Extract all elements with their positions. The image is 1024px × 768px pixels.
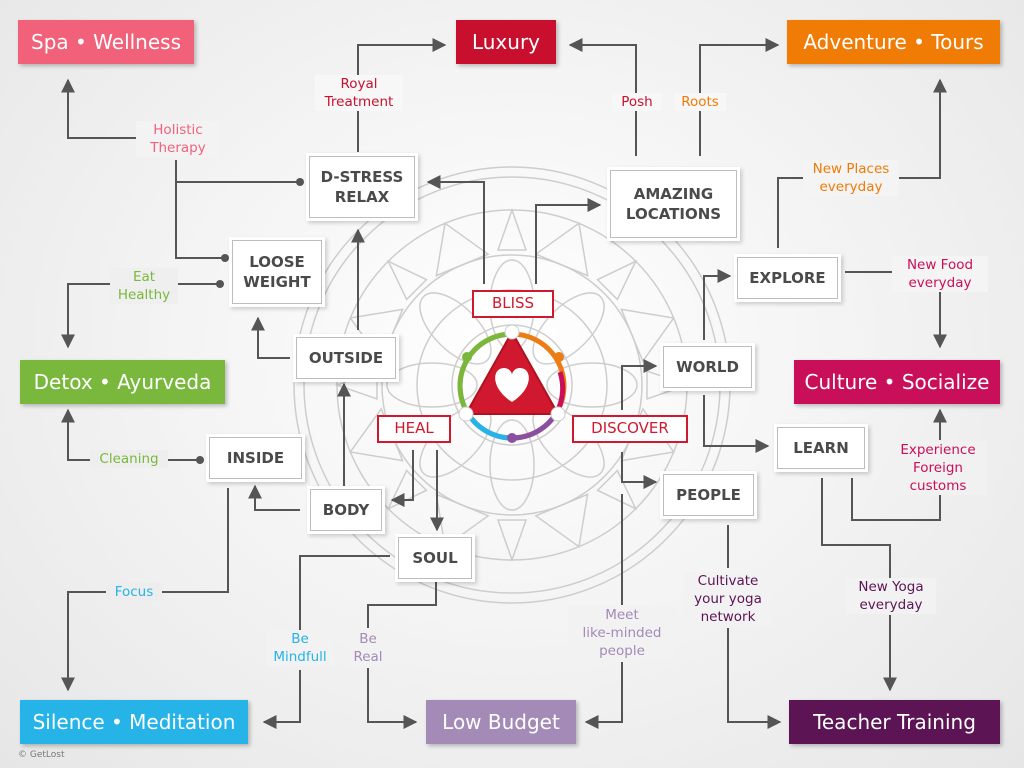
- label-posh: Posh: [612, 93, 662, 111]
- node-inside: INSIDE: [209, 437, 302, 479]
- node-d-stress-relax: D-STRESS RELAX: [309, 156, 415, 218]
- copyright-text: © GetLost: [18, 750, 65, 760]
- label-new-yoga: New Yoga everyday: [846, 578, 936, 614]
- node-amazing-locations: AMAZING LOCATIONS: [610, 170, 737, 238]
- label-meet: Meet like-minded people: [568, 606, 676, 660]
- category-spa-wellness: Spa • Wellness: [18, 20, 194, 64]
- label-holistic-therapy: Holistic Therapy: [136, 121, 220, 157]
- node-learn: LEARN: [777, 427, 865, 469]
- label-new-places: New Places everyday: [803, 160, 899, 196]
- node-body: BODY: [310, 489, 382, 531]
- label-be-mindfull: Be Mindfull: [266, 630, 334, 666]
- center-discover: DISCOVER: [572, 415, 688, 443]
- category-culture-socialize: Culture • Socialize: [794, 360, 1000, 404]
- label-cleaning: Cleaning: [90, 450, 168, 468]
- category-adventure-tours: Adventure • Tours: [787, 20, 1000, 64]
- node-people: PEOPLE: [663, 474, 754, 516]
- category-detox-ayurveda: Detox • Ayurveda: [20, 360, 225, 404]
- category-luxury: Luxury: [456, 20, 556, 64]
- label-focus: Focus: [106, 583, 162, 601]
- category-teacher-training: Teacher Training: [789, 700, 1000, 744]
- node-world: WORLD: [663, 346, 752, 388]
- label-eat-healthy: Eat Healthy: [110, 268, 178, 304]
- node-soul: SOUL: [398, 537, 472, 579]
- heart-triangle-icon: [457, 324, 567, 443]
- label-be-real: Be Real: [348, 630, 388, 666]
- node-explore: EXPLORE: [737, 257, 838, 299]
- center-bliss: BLISS: [472, 290, 554, 318]
- category-low-budget: Low Budget: [426, 700, 576, 744]
- node-outside: OUTSIDE: [296, 337, 396, 379]
- label-roots: Roots: [674, 93, 726, 111]
- label-cultivate: Cultivate your yoga network: [684, 572, 772, 626]
- label-new-food: New Food everyday: [892, 256, 988, 292]
- label-experience: Experience Foreign customs: [890, 441, 986, 495]
- label-royal-treatment: Royal Treatment: [315, 75, 403, 111]
- category-silence-meditation: Silence • Meditation: [20, 700, 248, 744]
- node-loose-weight: LOOSE WEIGHT: [232, 240, 322, 304]
- center-heal: HEAL: [377, 415, 451, 443]
